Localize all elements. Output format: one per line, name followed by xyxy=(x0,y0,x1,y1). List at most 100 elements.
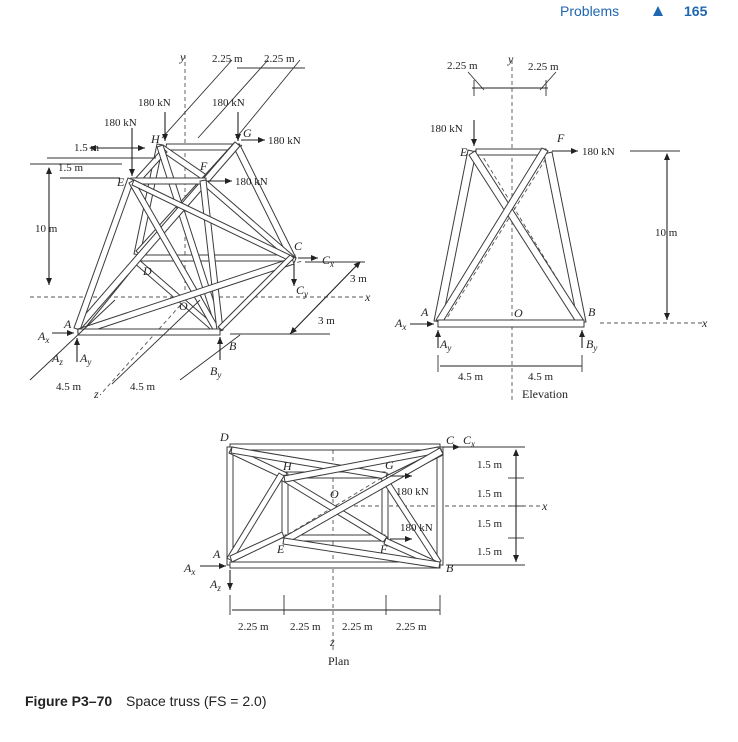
joint-label-A: A xyxy=(420,305,429,319)
dim-label: 2.25 m xyxy=(238,621,269,633)
section-label: Problems xyxy=(560,3,620,19)
dim-label: 3 m xyxy=(350,273,367,285)
load-label: 180 kN xyxy=(400,522,433,534)
joint-label-E: E xyxy=(116,175,125,189)
reaction-label-Cx: Cx xyxy=(463,433,475,449)
dim-label: 1.5 m xyxy=(58,162,84,174)
dim-label: 3 m xyxy=(318,315,335,327)
joint-label-A: A xyxy=(63,317,72,331)
hidden-member xyxy=(479,151,585,324)
iso-members xyxy=(73,141,297,336)
joint-label-C: C xyxy=(294,239,303,253)
dim-extension xyxy=(161,59,233,139)
reaction-label-Ax: Ax xyxy=(394,316,406,332)
load-label: 180 kN xyxy=(235,176,268,188)
joint-label-E: E xyxy=(276,542,285,556)
page-number: 165 xyxy=(684,3,708,19)
iso-member xyxy=(217,254,295,331)
load-label: 180 kN xyxy=(582,146,615,158)
reaction-label-Az: Az xyxy=(51,351,63,367)
plan-member xyxy=(282,537,441,569)
joint-label-D: D xyxy=(142,264,152,278)
load-label: 180 kN xyxy=(212,97,245,109)
reaction-label-Ay: Ay xyxy=(439,337,451,353)
load-label: 180 kN xyxy=(138,97,171,109)
axis-label: y xyxy=(179,50,186,64)
reaction-label-Cx: Cx xyxy=(322,253,334,269)
reaction-label-By: By xyxy=(586,337,597,353)
reaction-label-Ax: Ax xyxy=(37,329,49,345)
dim-label: 4.5 m xyxy=(130,381,156,393)
plan-member xyxy=(226,472,285,562)
iso-member xyxy=(130,177,207,185)
load-label: 180 kN xyxy=(268,135,301,147)
figure-title: Space truss (FS = 2.0) xyxy=(126,693,267,709)
dim-label: 2.25 m xyxy=(264,53,295,65)
view-label-elevation: Elevation xyxy=(522,387,568,401)
joint-label-B: B xyxy=(446,561,454,575)
plan-view: 180 kN 180 kN 1.5 m 1.5 m 1.5 m 1.5 m x … xyxy=(183,430,548,668)
axis-label: x xyxy=(701,316,708,330)
axis-label: x xyxy=(541,499,548,513)
dim-extension xyxy=(179,334,241,381)
load-label: 180 kN xyxy=(430,123,463,135)
dim-label: 2.25 m xyxy=(342,621,373,633)
dim-extension xyxy=(235,59,301,139)
dim-label: 10 m xyxy=(655,227,678,239)
dim-extension xyxy=(111,299,201,385)
elevation-members xyxy=(433,147,587,328)
elev-member xyxy=(433,149,477,323)
truss-figure: 2.25 m 2.25 m y 1.5 m 1.5 m 10 m 4.5 m 4… xyxy=(29,50,708,668)
joint-label-O: O xyxy=(514,306,523,320)
joint-label-G: G xyxy=(385,458,394,472)
view-label-plan: Plan xyxy=(328,654,349,668)
load-label: 180 kN xyxy=(104,117,137,129)
joint-label-F: F xyxy=(379,542,388,556)
dim-label: 1.5 m xyxy=(74,142,100,154)
dim-leader xyxy=(467,71,485,91)
plan-member xyxy=(229,531,285,563)
load-label: 180 kN xyxy=(396,486,429,498)
dim-label: 10 m xyxy=(35,223,58,235)
dim-label: 2.25 m xyxy=(212,53,243,65)
dim-label: 1.5 m xyxy=(477,459,503,471)
dim-label: 2.25 m xyxy=(290,621,321,633)
dim-label: 2.25 m xyxy=(528,61,559,73)
elevation-view: 2.25 m 2.25 m y 180 kN 180 kN 10 m x 4.5… xyxy=(394,52,708,401)
z-axis-line xyxy=(99,299,186,396)
iso-member xyxy=(73,177,135,331)
dim-extension xyxy=(29,299,116,381)
dim-arrow xyxy=(289,261,361,335)
joint-label-B: B xyxy=(229,339,237,353)
elev-member xyxy=(437,319,585,328)
dim-extension xyxy=(197,59,269,139)
dim-label: 2.25 m xyxy=(396,621,427,633)
reaction-label-Ay: Ay xyxy=(79,351,91,367)
triangle-icon xyxy=(653,6,663,16)
axis-label: z xyxy=(329,635,335,649)
reaction-label-By: By xyxy=(210,364,221,380)
joint-label-H: H xyxy=(150,132,161,146)
dim-label: 4.5 m xyxy=(458,371,484,383)
plan-members xyxy=(226,443,444,569)
plan-member xyxy=(436,446,444,566)
joint-label-F: F xyxy=(556,131,565,145)
dim-label: 1.5 m xyxy=(477,546,503,558)
reaction-label-Az: Az xyxy=(209,577,221,593)
isometric-view: 2.25 m 2.25 m y 1.5 m 1.5 m 10 m 4.5 m 4… xyxy=(29,50,371,401)
dim-label: 1.5 m xyxy=(477,488,503,500)
elev-member xyxy=(435,147,549,324)
dim-label: 4.5 m xyxy=(528,371,554,383)
joint-label-D: D xyxy=(219,430,229,444)
dim-label: 2.25 m xyxy=(447,60,478,72)
hidden-member xyxy=(443,151,551,324)
joint-label-O: O xyxy=(179,299,188,313)
reaction-label-Cy: Cy xyxy=(296,283,308,299)
iso-member xyxy=(133,143,164,256)
joint-label-G: G xyxy=(243,126,252,140)
figure-caption: Figure P3–70 Space truss (FS = 2.0) xyxy=(25,693,267,709)
plan-member xyxy=(226,446,234,566)
joint-label-H: H xyxy=(282,459,293,473)
joint-label-A: A xyxy=(212,547,221,561)
axis-label: x xyxy=(364,290,371,304)
